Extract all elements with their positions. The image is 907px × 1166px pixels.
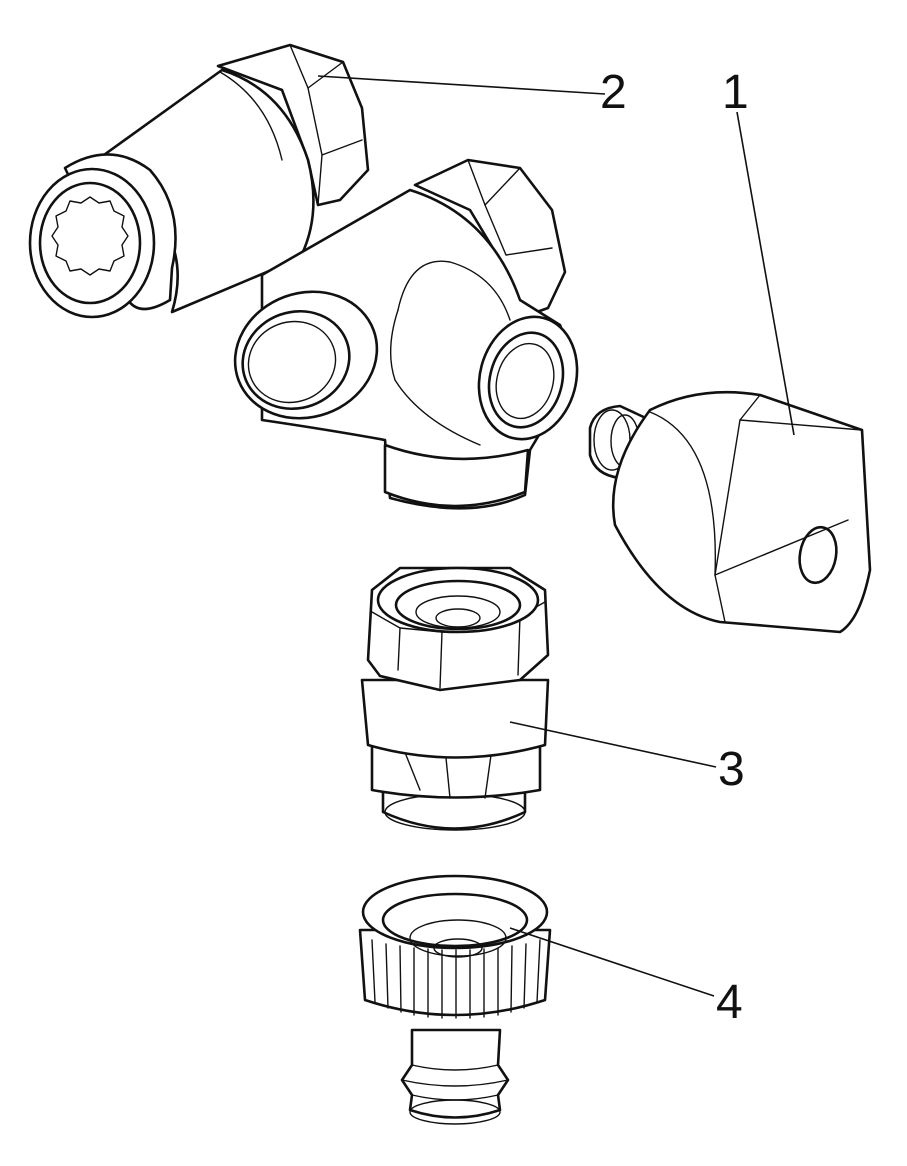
leader-line-2: [317, 75, 606, 95]
callout-1: 1: [722, 66, 749, 119]
leader-line-3: [509, 721, 717, 768]
leader-line-4: [509, 927, 715, 997]
part-1-handle: [588, 390, 872, 634]
callout-4: 4: [716, 976, 743, 1029]
tee-valve-body: [233, 158, 579, 510]
callout-2: 2: [600, 66, 627, 119]
knurling: [371, 939, 541, 1019]
part-2-threaded-union: [28, 43, 370, 319]
callout-3: 3: [718, 743, 745, 796]
part-4-hose-connector: [358, 874, 552, 1125]
part-3-adapter: [360, 566, 550, 831]
leader-line-1: [736, 111, 795, 436]
